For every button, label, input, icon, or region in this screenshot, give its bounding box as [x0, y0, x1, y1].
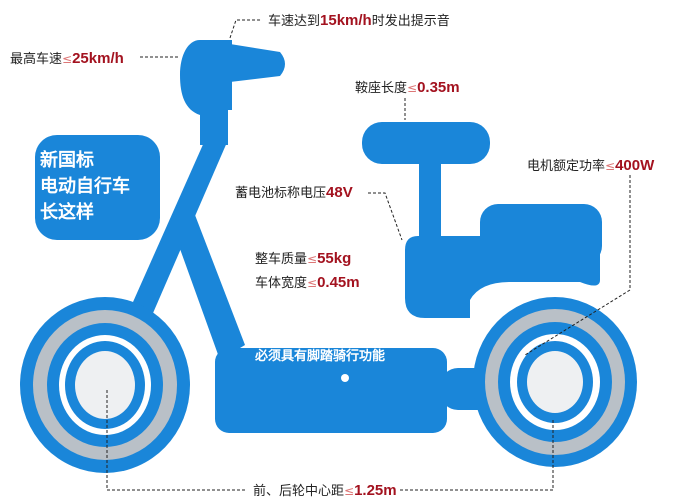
spec-value: 15km/h: [320, 12, 372, 29]
pedal: [310, 405, 360, 420]
spec-op: ≤: [605, 159, 616, 173]
spec-value: 400W: [615, 157, 655, 174]
width-label: 车体宽度≤0.45m: [255, 272, 360, 291]
spec-label: 车速达到: [268, 14, 321, 29]
front-wheel: [20, 297, 190, 473]
spec-label: 最高车速: [10, 52, 63, 67]
spec-label: 电机额定功率: [527, 159, 606, 174]
spec-op: ≤: [407, 81, 418, 95]
spec-value: 0.35m: [417, 79, 460, 96]
spec-label: 蓄电池标称电压: [235, 186, 327, 201]
motor-power-label: 电机额定功率≤400W: [527, 155, 654, 174]
rear-body: [405, 236, 600, 318]
spec-op: ≤: [307, 276, 318, 290]
pedal-requirement-label: 必须具有脚踏骑行功能: [255, 349, 386, 364]
spec-label: 车体宽度: [255, 276, 308, 291]
spec-value: 48V: [326, 184, 353, 201]
title-line: 长这样: [40, 202, 94, 223]
spec-op: ≤: [307, 252, 318, 266]
title: 新国标 电动自行车 长这样: [40, 148, 130, 226]
rear-wheel: [473, 297, 637, 467]
spec-op: ≤: [344, 484, 355, 498]
spec-value: 0.45m: [317, 274, 360, 291]
title-line: 电动自行车: [40, 176, 130, 197]
spec-op: ≤: [62, 52, 73, 66]
battery-voltage-label: 蓄电池标称电压48V: [235, 182, 353, 201]
wheelbase-label: 前、后轮中心距≤1.25m: [250, 480, 400, 499]
leader-lines: [106, 19, 631, 491]
spec-value: 25km/h: [72, 50, 124, 67]
down-tube: [175, 215, 245, 360]
spec-value: 1.25m: [354, 482, 397, 499]
seat: [362, 122, 490, 164]
spec-label: 整车质量: [255, 252, 308, 267]
handlebar-grip: [230, 44, 285, 82]
deck: [215, 348, 447, 433]
spec-label: 鞍座长度: [355, 81, 408, 96]
max-speed-label: 最高车速≤25km/h: [10, 48, 124, 67]
title-box: [35, 135, 160, 240]
title-line: 新国标: [40, 150, 94, 171]
spec-suffix: 时发出提示音: [371, 14, 450, 29]
seat-post: [419, 160, 441, 240]
speed-alert-label: 车速达到15km/h时发出提示音: [268, 10, 450, 29]
spec-value: 55kg: [317, 250, 352, 267]
fork: [125, 140, 228, 320]
spec-label: 前、后轮中心距: [253, 484, 345, 499]
handlebar-head: [180, 40, 232, 145]
seat-length-label: 鞍座长度≤0.35m: [355, 77, 460, 96]
weight-label: 整车质量≤55kg: [255, 248, 351, 267]
